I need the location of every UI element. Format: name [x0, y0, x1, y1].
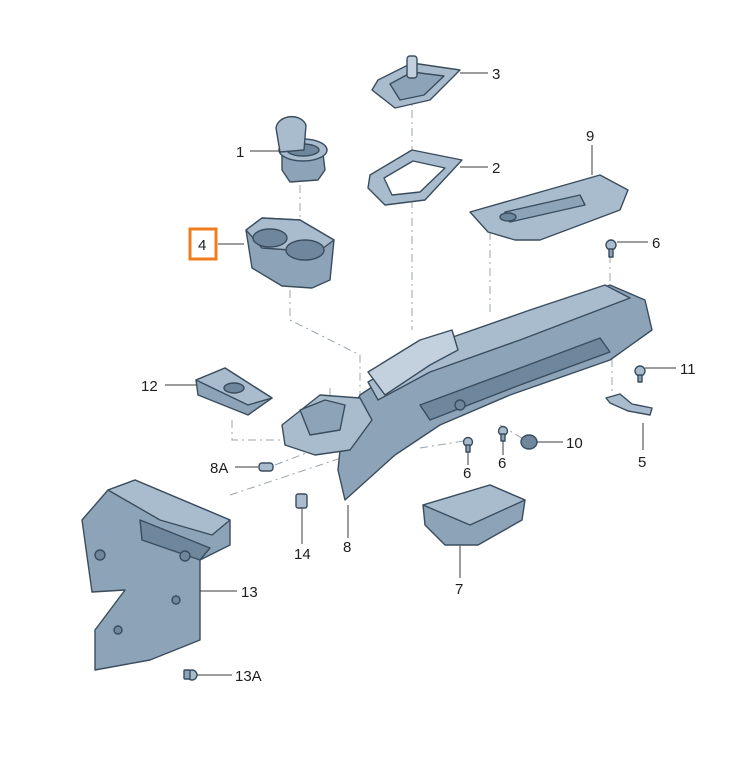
callout-13a: 13A	[235, 668, 262, 685]
part-13-side-panel	[81, 479, 231, 671]
callout-11: 11	[680, 361, 696, 378]
callout-7: 7	[455, 581, 463, 598]
callout-6-top: 6	[652, 235, 660, 252]
part-12-insert	[195, 367, 273, 416]
part-2-shift-frame	[367, 149, 463, 206]
callout-1: 1	[236, 144, 244, 161]
part-6-screw-low	[462, 436, 474, 453]
callout-labels: 1 2 3 4 5 6 6 6 7 8 8A 9 10 11 12 13 13A…	[141, 66, 696, 685]
callout-8a: 8A	[210, 460, 228, 477]
highlight-box	[188, 227, 218, 261]
part-6-screw-top	[605, 239, 617, 258]
callout-13: 13	[241, 584, 258, 601]
callout-9: 9	[586, 128, 594, 145]
callout-5: 5	[638, 454, 646, 471]
part-11-screw	[634, 365, 646, 383]
callout-2: 2	[492, 160, 500, 177]
callout-3: 3	[492, 66, 500, 83]
part-5-bracket	[605, 393, 653, 416]
callout-10: 10	[566, 435, 583, 452]
part-7-tray	[422, 484, 526, 546]
part-6-screw-mid	[497, 425, 509, 442]
part-8-front-bracket	[281, 394, 373, 456]
callout-6-mid: 6	[498, 455, 506, 472]
callout-4: 4	[198, 237, 206, 254]
part-10-cap	[520, 434, 538, 450]
callout-6-low: 6	[463, 465, 471, 482]
part-1-cup-insert	[275, 116, 328, 183]
part-14-clip	[295, 493, 308, 509]
part-3-shift-boot-cover	[371, 55, 461, 109]
callout-12: 12	[141, 378, 158, 395]
part-9-rear-trim	[469, 174, 629, 241]
part-8a-plug	[258, 462, 274, 472]
callout-14: 14	[294, 546, 311, 563]
part-8-centre-console	[337, 284, 653, 501]
callout-8: 8	[343, 539, 351, 556]
part-13a-fastener	[183, 669, 198, 681]
part-4-cup-holder	[245, 217, 335, 289]
callout-leaders	[165, 72, 676, 676]
